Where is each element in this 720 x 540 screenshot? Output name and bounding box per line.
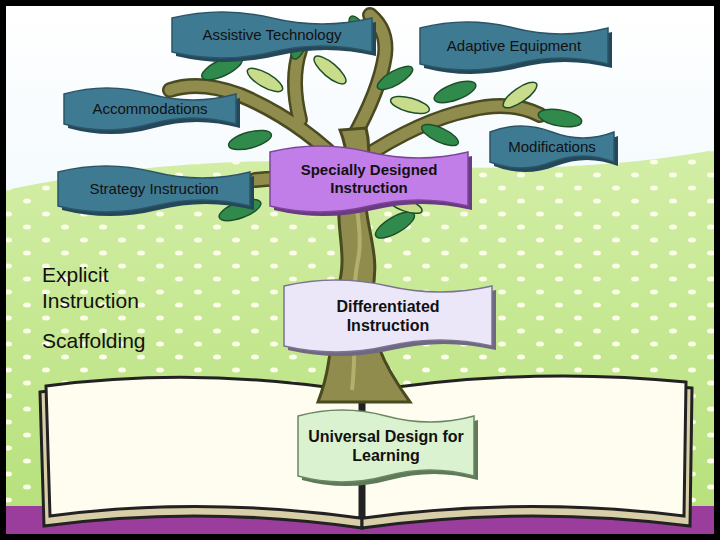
banner-text: Universal Design for Learning <box>308 427 464 465</box>
banner-node: Modifications <box>490 126 614 168</box>
banner-text: Assistive Technology <box>203 26 342 44</box>
banner-text: Specially Designed Instruction <box>280 161 458 197</box>
banner-shape <box>284 280 492 352</box>
banner-text: Adaptive Equipment <box>447 37 581 55</box>
banner-node: Adaptive Equipment <box>420 22 608 70</box>
banner-fill <box>58 166 250 212</box>
banner-node: Accommodations <box>64 88 236 130</box>
banner-node: Differentiated Instruction <box>284 280 492 352</box>
strategy-label: Scaffolding <box>42 328 167 354</box>
banner-fill <box>270 146 468 212</box>
banner-node: Assistive Technology <box>172 12 372 58</box>
banner-text: Differentiated Instruction <box>294 297 482 335</box>
banner-fill <box>64 88 236 130</box>
banner-text: Modifications <box>508 138 596 156</box>
banner-fill <box>490 126 614 168</box>
banner-node: Specially Designed Instruction <box>270 146 468 212</box>
banner-fill <box>420 22 608 70</box>
banner-fill <box>172 12 372 58</box>
banner-shape <box>298 410 474 482</box>
strategy-label: Explicit Instruction <box>42 262 167 313</box>
banner-text: Accommodations <box>92 100 207 118</box>
banner-fill <box>284 280 492 352</box>
banner-node: Strategy Instruction <box>58 166 250 212</box>
banner-fill <box>298 410 474 482</box>
banner-node: Universal Design for Learning <box>298 410 474 482</box>
banner-text: Strategy Instruction <box>89 180 218 198</box>
